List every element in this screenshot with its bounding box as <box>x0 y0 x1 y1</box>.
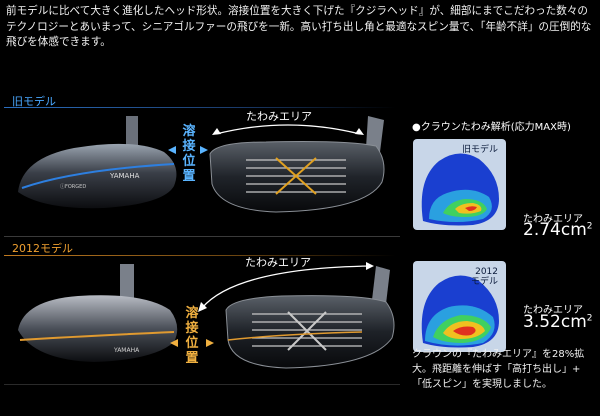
new-head-side-image: YAMAHA <box>18 264 178 362</box>
old-area-result-label: たわみエリア <box>523 214 583 225</box>
old-brand-text: YAMAHA <box>109 172 140 180</box>
new-model-divider <box>4 255 396 256</box>
new-weld-arrows <box>170 339 214 347</box>
old-area-arrow <box>212 124 364 135</box>
section-divider <box>4 236 400 237</box>
analysis-title: ●クラウンたわみ解析(応力MAX時) <box>412 122 571 133</box>
old-sub-text: ⓘFORGED <box>60 183 86 190</box>
old-heatmap: 旧モデル <box>413 139 506 230</box>
old-heatmap-label: 旧モデル <box>461 145 498 155</box>
new-area-arrow <box>198 262 374 312</box>
old-weld-position-label: 溶接位置 <box>182 124 196 184</box>
new-head-face-image <box>225 266 395 369</box>
new-deflection-area-label: たわみエリア <box>245 256 311 269</box>
old-deflection-area-label: たわみエリア <box>246 110 312 123</box>
new-area-result-label: たわみエリア <box>523 305 583 316</box>
new-area-result-value: 3.52cm2 <box>523 312 593 332</box>
new-brand-text: YAMAHA <box>113 347 140 354</box>
old-model-divider <box>4 107 396 108</box>
new-weld-position-label: 溶接位置 <box>185 306 199 366</box>
old-area-result-value: 2.74cm2 <box>523 220 593 240</box>
analysis-caption: クラウンの『たわみエリア』を28%拡大。飛距離を伸ばす「高打ち出し」+「低スピン… <box>412 349 585 390</box>
old-head-face-image <box>209 116 385 213</box>
new-model-label: 2012モデル <box>12 242 73 255</box>
old-model-label: 旧モデル <box>12 95 56 108</box>
old-weld-arrows <box>168 146 208 154</box>
old-head-side-image: YAMAHA ⓘFORGED <box>18 116 177 209</box>
intro-text: 前モデルに比べて大きく進化したヘッド形状。溶接位置を大きく下げた『クジラヘッド』… <box>6 5 592 48</box>
bottom-divider <box>4 384 400 385</box>
